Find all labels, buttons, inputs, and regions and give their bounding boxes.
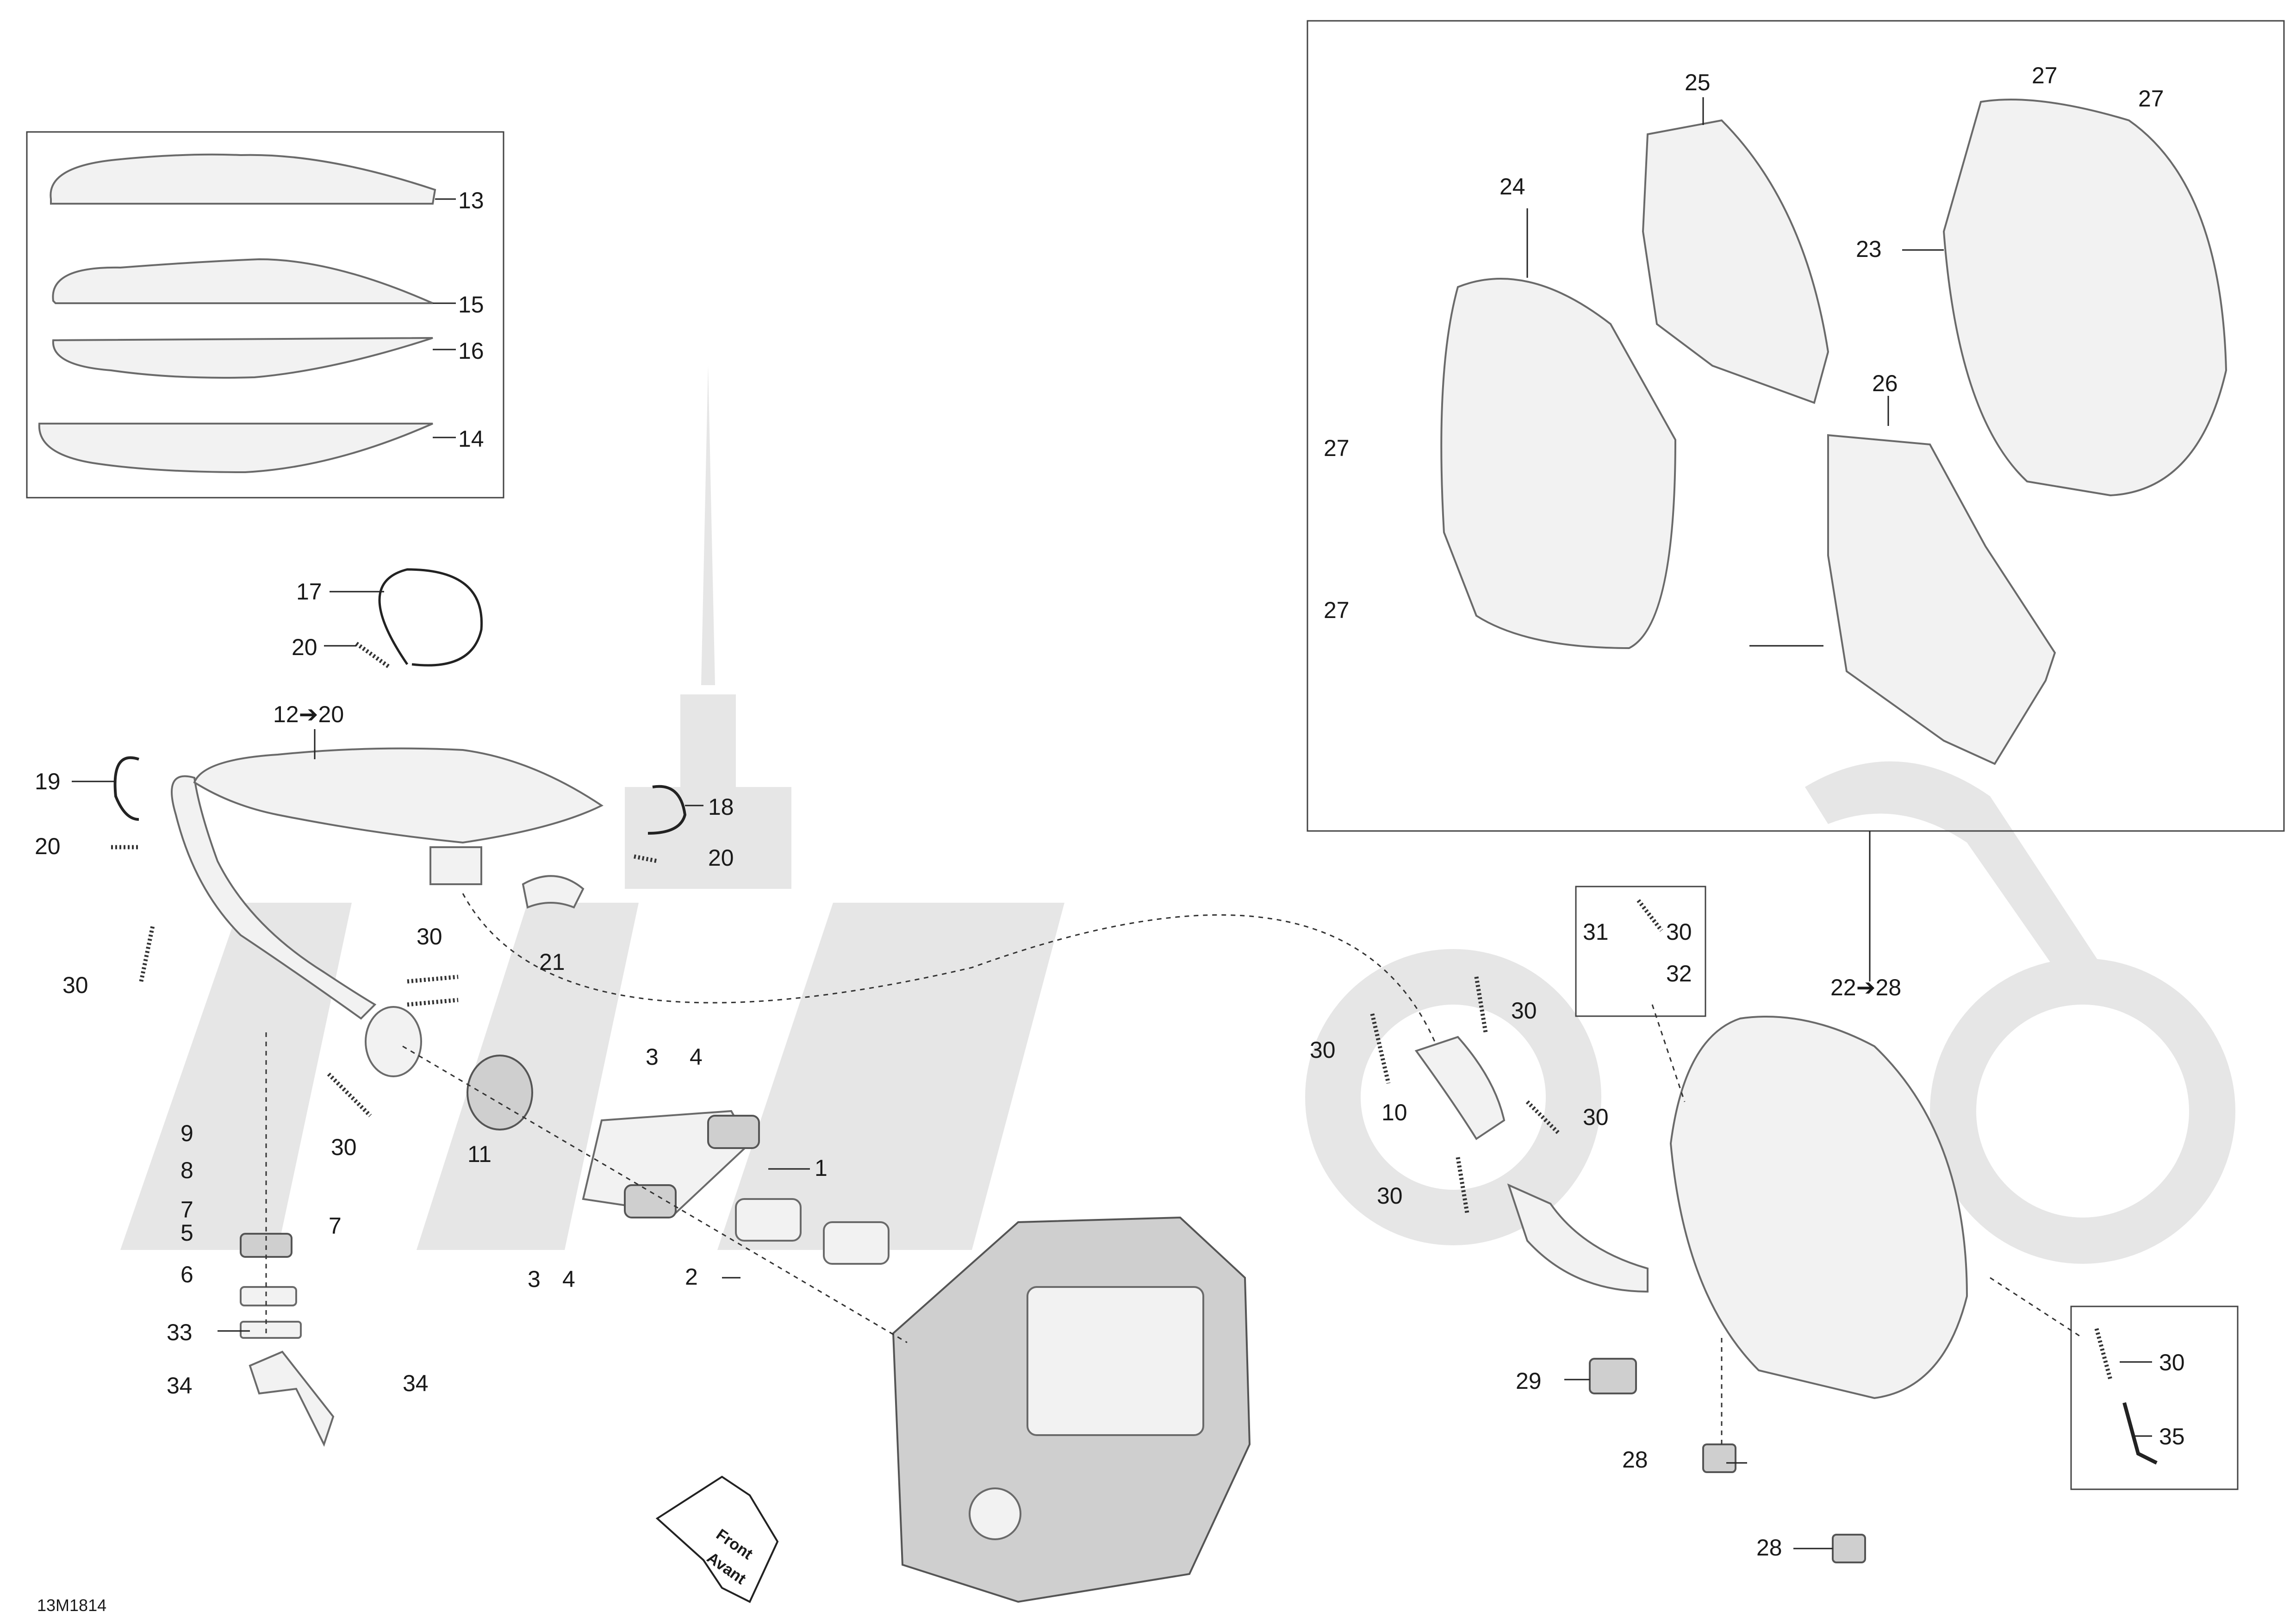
callout-31: 31	[1583, 919, 1609, 945]
watermark-logo	[120, 366, 2235, 1264]
heat-shield-26	[1827, 434, 2056, 765]
callout-4b: 4	[562, 1266, 575, 1292]
callout-9: 9	[180, 1120, 193, 1146]
callout-27c: 27	[1324, 435, 1350, 461]
callout-25: 25	[1685, 69, 1711, 95]
callout-7a: 7	[180, 1197, 193, 1223]
callout-30c: 30	[331, 1134, 357, 1160]
heat-shield-inset-frame	[26, 131, 504, 499]
callout-30e: 30	[1511, 998, 1537, 1024]
callout-30f: 30	[1583, 1104, 1609, 1130]
callout-8: 8	[180, 1157, 193, 1183]
callout-11: 11	[467, 1141, 492, 1167]
callout-30a: 30	[62, 972, 88, 998]
expansion-chamber	[171, 747, 604, 1077]
mount-bracket	[240, 1233, 335, 1447]
callout-21: 21	[539, 949, 565, 975]
callout-27d: 27	[1324, 597, 1350, 623]
callout-28b: 28	[1756, 1535, 1782, 1561]
callout-20b: 20	[35, 833, 61, 859]
exhaust-manifold	[582, 1110, 760, 1218]
callout-13: 13	[458, 187, 484, 213]
gasket-2a	[735, 1198, 802, 1242]
bracket-29	[1589, 1358, 1637, 1394]
callout-14: 14	[458, 426, 484, 452]
muffler-22	[1669, 1016, 1968, 1399]
callout-20a: 20	[292, 634, 317, 660]
callout-30b: 30	[417, 924, 442, 949]
callout-3a: 3	[646, 1044, 659, 1070]
clamp-21	[522, 875, 585, 909]
callout-26: 26	[1872, 370, 1898, 396]
heat-shields	[38, 153, 436, 474]
callout-30g: 30	[1377, 1183, 1403, 1209]
callout-34b: 34	[403, 1370, 429, 1396]
callout-32: 32	[1666, 961, 1692, 987]
callout-2: 2	[685, 1264, 698, 1290]
rubber-28a	[1702, 1443, 1736, 1473]
muffler-23	[1942, 99, 2228, 497]
front-direction-arrow: Front Avant	[655, 1475, 779, 1603]
callout-labels: 1 2 3 3 4 4 5 6 7 7 8 9 10 11 12➔20 13 1…	[35, 62, 2185, 1561]
callout-3b: 3	[528, 1266, 541, 1292]
ring-18	[647, 785, 687, 835]
spring-bracket-inset-frame	[2070, 1305, 2239, 1490]
callout-30i: 30	[2159, 1349, 2185, 1375]
bracket-35	[2122, 1402, 2158, 1465]
callout-1: 1	[815, 1155, 828, 1181]
callout-27a: 27	[2032, 62, 2058, 88]
callout-7b: 7	[329, 1213, 342, 1239]
routing-line-spring	[1990, 1277, 2083, 1339]
heat-shield-25	[1642, 119, 1829, 404]
callout-12: 12➔20	[273, 701, 344, 727]
callout-18: 18	[708, 794, 734, 820]
callout-29: 29	[1516, 1368, 1542, 1394]
routing-line-bracket	[1651, 1004, 1686, 1102]
callout-6: 6	[180, 1262, 193, 1287]
callout-28a: 28	[1622, 1447, 1648, 1473]
callout-35: 35	[2159, 1424, 2185, 1449]
callout-17: 17	[296, 579, 322, 605]
rubber-28b	[1832, 1534, 1866, 1563]
callout-5: 5	[180, 1220, 193, 1246]
callout-24: 24	[1500, 174, 1525, 200]
muffler-24	[1440, 278, 1677, 650]
muffler-inset-frame	[1307, 20, 2285, 832]
springs	[111, 642, 2113, 1380]
callout-16: 16	[458, 338, 484, 364]
callout-27b: 27	[2138, 86, 2164, 112]
callout-30h: 30	[1666, 919, 1692, 945]
callout-22: 22➔28	[1830, 974, 1901, 1000]
callout-30d: 30	[1310, 1037, 1336, 1063]
leader-lines	[72, 97, 2152, 1549]
ring-17	[378, 568, 483, 667]
routing-line-pipe	[462, 893, 1436, 1042]
callout-4a: 4	[690, 1044, 703, 1070]
callout-23: 23	[1856, 236, 1882, 262]
ring-19	[113, 756, 139, 821]
callout-34a: 34	[167, 1373, 193, 1399]
gasket-2b	[823, 1221, 890, 1265]
callout-19: 19	[35, 768, 61, 794]
callout-20c: 20	[708, 845, 734, 871]
tailpipe-10	[1414, 1036, 1506, 1140]
callout-33: 33	[167, 1319, 193, 1345]
callout-15: 15	[458, 292, 484, 318]
callout-10: 10	[1381, 1099, 1407, 1125]
engine-block	[892, 1216, 1251, 1603]
exhaust-pipe	[1507, 1183, 1649, 1293]
diagram-code: 13M1814	[37, 1596, 106, 1615]
spring-clip-inset-frame	[1575, 886, 1706, 1017]
gasket-11	[467, 1055, 533, 1131]
